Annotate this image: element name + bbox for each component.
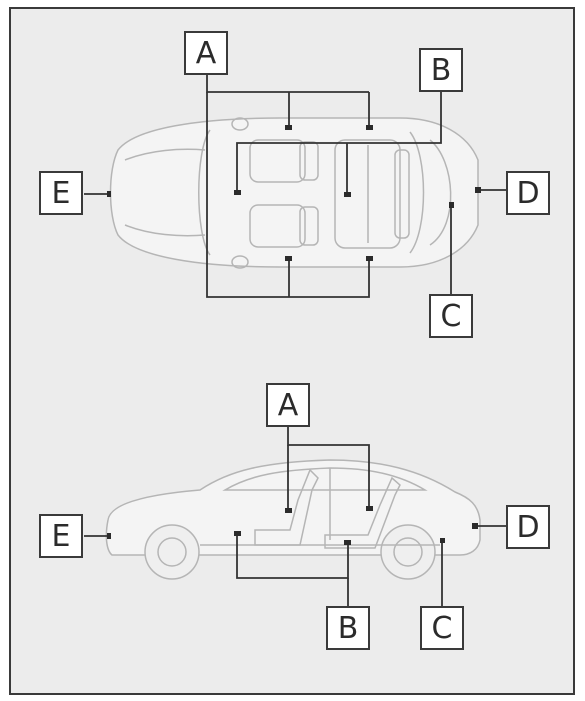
leader-lines: [84, 75, 506, 606]
seat-front-left: [249, 139, 306, 183]
seat-front-right: [249, 204, 306, 248]
car-top-body: [109, 117, 479, 268]
car-top-trunk-line: [429, 139, 452, 246]
wheel-front-hub: [157, 537, 187, 567]
leader-a-top-upper: [206, 75, 369, 93]
car-side-view: [105, 459, 481, 580]
sensor-a-side-1: [285, 508, 292, 513]
seat-side-rear: [324, 476, 401, 549]
car-top-hood-line: [124, 148, 206, 161]
seat-rear-bench: [334, 139, 401, 249]
car-side-body: [105, 459, 481, 556]
sensor-d-side: [472, 523, 478, 529]
wheel-rear-hub: [393, 537, 423, 567]
sensor-a-top-1: [285, 125, 292, 130]
car-top-hood-line-2: [124, 224, 206, 237]
sensor-d-top: [475, 187, 481, 193]
car-top-windshield: [198, 129, 211, 256]
sensor-a-top-2: [366, 125, 373, 130]
sensor-b-top-1: [234, 190, 241, 195]
sensor-b-side-1: [234, 531, 241, 536]
wheel-rear: [380, 524, 436, 580]
leader-b-top: [236, 92, 442, 190]
car-top-mirror-right: [231, 255, 249, 269]
sensor-a-top-4: [366, 256, 373, 261]
seat-front-left-back: [299, 141, 319, 181]
seat-side-front: [254, 468, 319, 546]
sensor-e-side: [107, 533, 111, 539]
label-d-top: D: [506, 171, 550, 215]
sensor-b-top-2: [344, 192, 351, 197]
car-top-view: [109, 117, 479, 269]
car-top-rear-window: [409, 131, 425, 254]
car-top-mirror-left: [231, 117, 249, 131]
label-c-side: C: [420, 606, 464, 650]
label-c-top: C: [429, 294, 473, 338]
wheel-front: [144, 524, 200, 580]
sensor-c-side: [440, 538, 445, 543]
sensor-c-top: [449, 202, 454, 208]
leader-a-top-lower: [206, 92, 370, 298]
label-d-side: D: [506, 505, 550, 549]
leader-b-side: [236, 536, 349, 579]
label-b-side: B: [326, 606, 370, 650]
label-b-top: B: [419, 48, 463, 92]
label-e-top: E: [39, 171, 83, 215]
label-a-side: A: [266, 383, 310, 427]
label-a-top: A: [184, 31, 228, 75]
seat-rear-back: [394, 149, 410, 239]
sensor-e-top: [107, 191, 111, 197]
seat-front-right-back: [299, 206, 319, 246]
label-e-side: E: [39, 514, 83, 558]
leader-a-side: [287, 427, 370, 506]
sensor-a-top-3: [285, 256, 292, 261]
sensor-b-side-2: [344, 540, 351, 545]
sensor-markers: [107, 125, 481, 545]
sensor-a-side-2: [366, 506, 373, 511]
